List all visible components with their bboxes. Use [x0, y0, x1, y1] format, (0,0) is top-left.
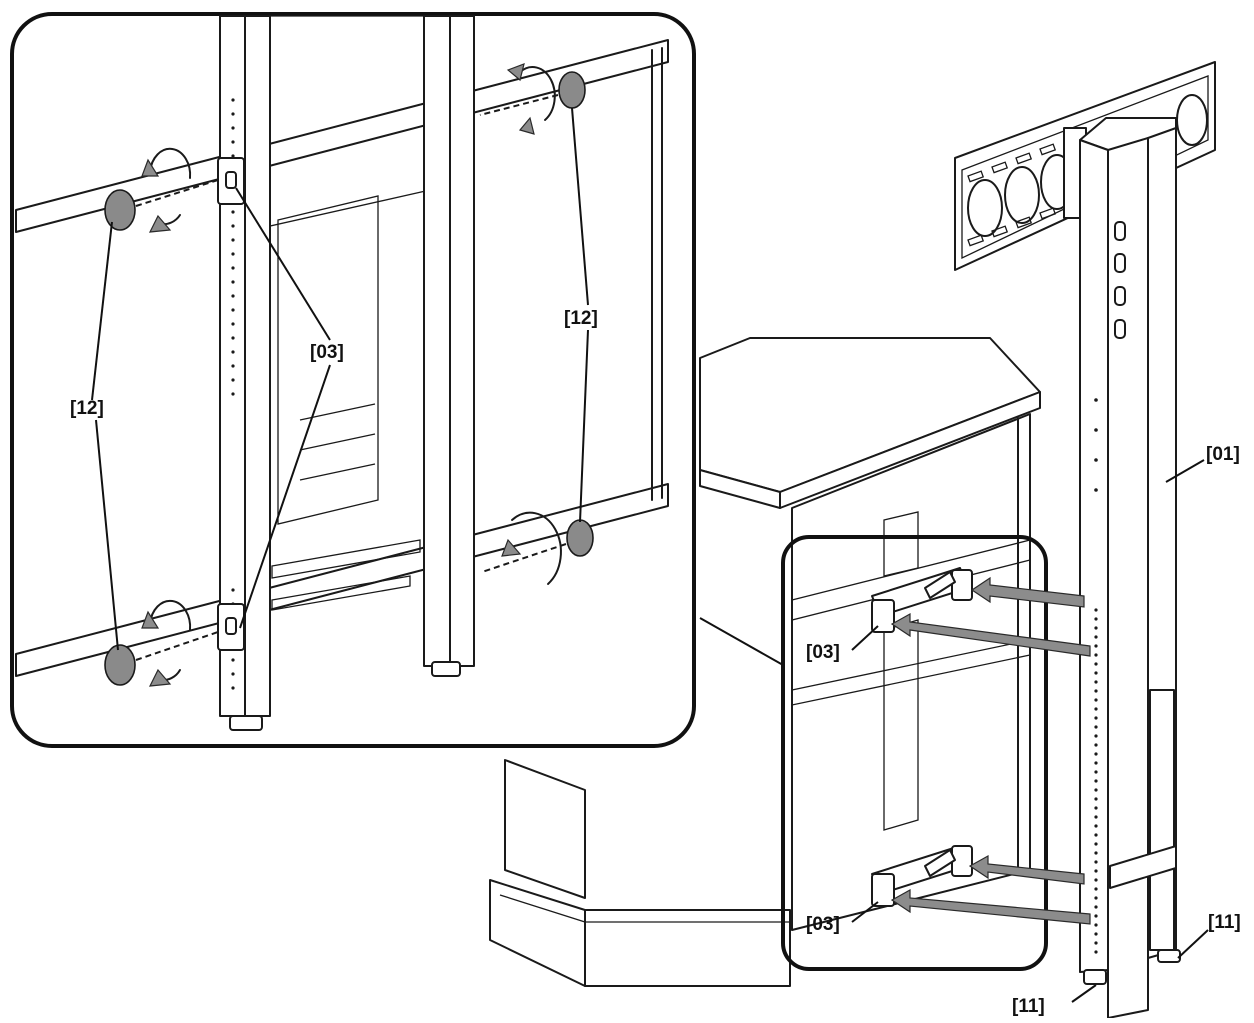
hole-dot [1094, 941, 1098, 945]
hole-dot [1094, 725, 1098, 729]
hole-dot [1094, 398, 1098, 402]
hole-dot [1094, 626, 1098, 630]
hole-dot [1094, 788, 1098, 792]
hole-dot [231, 140, 235, 144]
hole-dot [231, 658, 235, 662]
hole-dot [231, 336, 235, 340]
hole-dot [231, 392, 235, 396]
hole-dot [231, 98, 235, 102]
hole-dot [1094, 887, 1098, 891]
hole-dot [231, 210, 235, 214]
hole-dot [231, 224, 235, 228]
label-bracket-lower-03: [03] [806, 914, 840, 935]
hole-dot [1094, 815, 1098, 819]
hole-dot [1094, 716, 1098, 720]
label-inset-knob-left-12: [12] [70, 398, 104, 419]
hole-dot [231, 280, 235, 284]
hole-dot [1094, 608, 1098, 612]
hole-dot [1094, 617, 1098, 621]
hole-dot [231, 294, 235, 298]
hole-dot [231, 322, 235, 326]
hole-dot [1094, 662, 1098, 666]
label-foot-right-11: [11] [1208, 912, 1241, 933]
hole-dot [1094, 761, 1098, 765]
hole-dot [231, 238, 235, 242]
hole-dot [231, 252, 235, 256]
hole-dot [1094, 779, 1098, 783]
hole-dot [231, 266, 235, 270]
leaders-inset [91, 107, 589, 651]
hole-dot [1094, 734, 1098, 738]
hole-dot [1094, 743, 1098, 747]
knob-lower-left [104, 599, 219, 687]
hole-dot [1094, 428, 1098, 432]
hole-dot [1094, 671, 1098, 675]
hole-dot [1094, 824, 1098, 828]
hole-dot [231, 378, 235, 382]
hole-dot [231, 112, 235, 116]
hole-dot [1094, 653, 1098, 657]
hole-dot [1094, 905, 1098, 909]
part-labels: [01] [11] [11] [03] [03] [03] [12] [12] [70, 308, 1241, 1017]
hole-dot [231, 686, 235, 690]
hole-dot [1094, 869, 1098, 873]
knob-upper-right [479, 63, 586, 135]
hole-dot [1094, 923, 1098, 927]
hole-dot [1094, 950, 1098, 954]
foot-left [1083, 969, 1107, 985]
hole-dot [231, 350, 235, 354]
hole-dot [1094, 914, 1098, 918]
hole-dot [1094, 797, 1098, 801]
hole-dot [1094, 680, 1098, 684]
hole-dot [1094, 635, 1098, 639]
label-post-01: [01] [1206, 444, 1240, 465]
hole-dot [231, 672, 235, 676]
zoom-box-brackets [781, 535, 1091, 971]
hole-dot [1094, 770, 1098, 774]
hole-dot [231, 126, 235, 130]
hole-dot [1094, 806, 1098, 810]
hole-dot [1094, 932, 1098, 936]
label-foot-left-11: [11] [1012, 996, 1045, 1017]
hole-dot [1094, 878, 1098, 882]
hole-dot [1094, 698, 1098, 702]
hole-dot [1094, 644, 1098, 648]
hole-dot [1094, 833, 1098, 837]
label-inset-bracket-03: [03] [310, 342, 344, 363]
hole-dot [1094, 752, 1098, 756]
post-holes [1094, 398, 1098, 954]
hole-dot [1094, 896, 1098, 900]
hole-dot [1094, 689, 1098, 693]
hole-dot [1094, 851, 1098, 855]
leaders-main [699, 459, 1209, 1003]
label-inset-knob-right-12: [12] [564, 308, 598, 329]
hole-dot [1094, 458, 1098, 462]
hole-dot [231, 308, 235, 312]
foot-right [1157, 949, 1181, 963]
hole-dot [231, 154, 235, 158]
hole-dot [231, 588, 235, 592]
inset-detail [10, 12, 696, 748]
hole-dot [231, 364, 235, 368]
knob-upper-left [104, 147, 219, 233]
hole-dot [1094, 842, 1098, 846]
label-bracket-upper-03: [03] [806, 642, 840, 663]
main-post [1079, 117, 1181, 1019]
tv-cabinet [489, 337, 1041, 987]
hole-dot [1094, 860, 1098, 864]
hole-dot [1094, 488, 1098, 492]
hole-dot [1094, 707, 1098, 711]
